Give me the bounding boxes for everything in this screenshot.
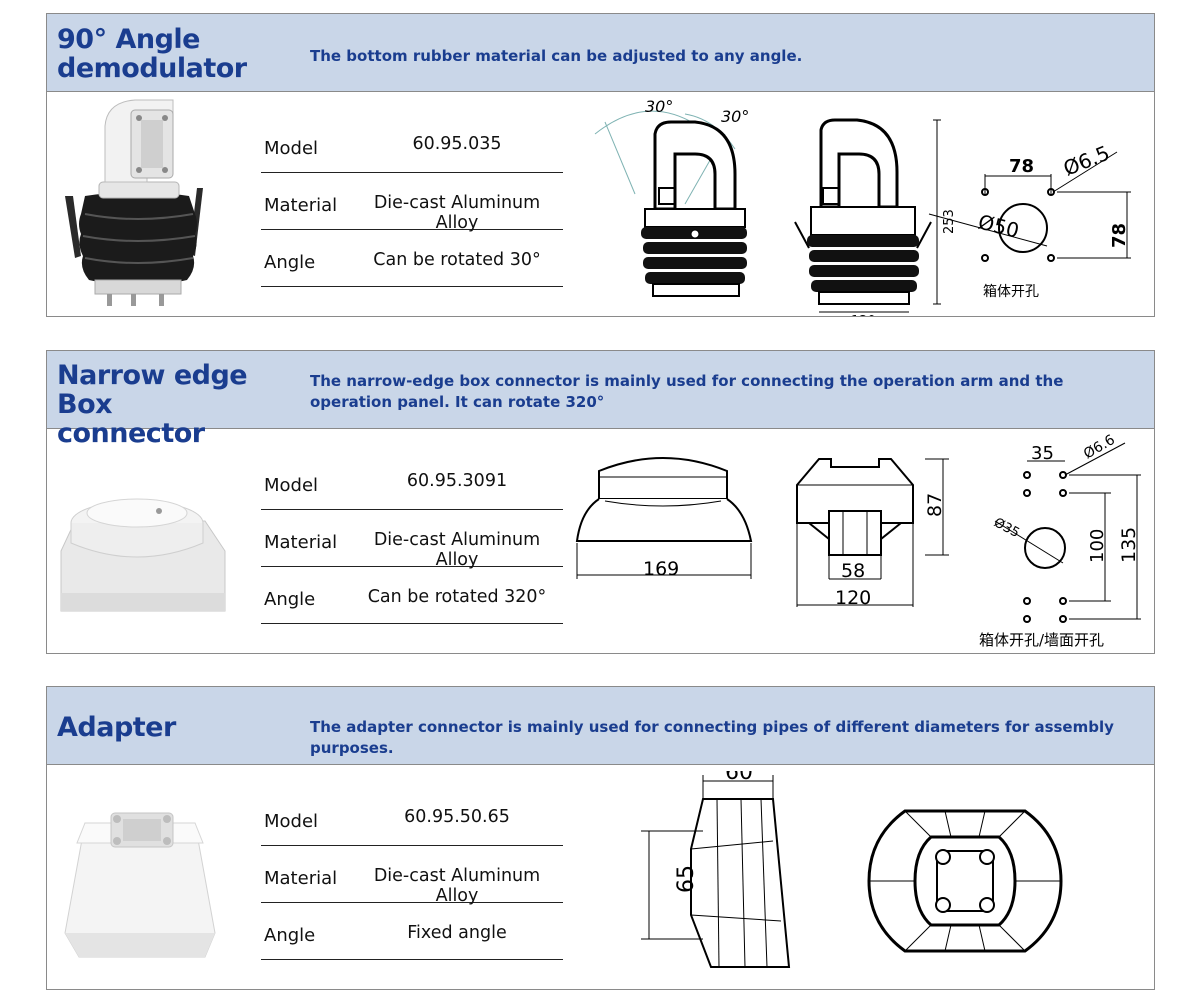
spec-row-angle: Angle Can be rotated 320° — [261, 567, 563, 624]
spec-row-angle: Angle Can be rotated 30° — [261, 230, 563, 287]
spec-value: 60.95.3091 — [406, 471, 508, 491]
section-header: Narrow edge Box connector The narrow-edg… — [47, 351, 1154, 448]
drawing-caption: 箱体开孔/墙面开孔 — [979, 631, 1104, 649]
spec-row-material: Material Die-cast Aluminum Alloy — [261, 173, 563, 233]
spec-row-material: Material Die-cast Aluminum Alloy — [261, 510, 563, 570]
hole-pattern-drawing: 35 Ø6.6 Ø35 100 135 箱体开孔/墙面开孔 — [979, 433, 1141, 649]
dim-center-diameter: Ø35 — [991, 515, 1022, 541]
dim-side-height: 65 — [674, 865, 699, 893]
section-angle-demodulator: 90° Angle demodulator The bottom rubber … — [46, 13, 1155, 317]
spec-value: Die-cast Aluminum Alloy — [373, 193, 541, 233]
section-description: The bottom rubber material can be adjust… — [310, 47, 803, 65]
spec-value: Die-cast Aluminum Alloy — [373, 866, 541, 906]
spec-row-angle: Angle Fixed angle — [261, 903, 563, 960]
top-view-drawing — [867, 809, 1063, 953]
hole-pattern-drawing: 78 Ø6.5 Ø50 78 箱体开孔 — [928, 141, 1131, 300]
spec-label: Angle — [264, 589, 316, 610]
spec-label: Model — [264, 811, 319, 832]
dim-hole-spacing-h: 78 — [1009, 156, 1034, 177]
spec-label: Angle — [264, 252, 316, 273]
angle-label-left: 30° — [645, 97, 673, 116]
section-header: Adapter The adapter connector is mainly … — [47, 687, 1154, 765]
side-view-drawing: 253 120 — [794, 118, 957, 317]
dim-top-width: 60 — [725, 771, 753, 785]
dim-side-width: 120 — [835, 587, 871, 609]
side-view-drawing: 60 65 — [641, 771, 791, 968]
section-description: The narrow-edge box connector is mainly … — [310, 372, 1064, 411]
adapter-photo — [64, 812, 216, 958]
section-header: 90° Angle demodulator The bottom rubber … — [47, 14, 1154, 92]
spec-label: Material — [264, 532, 338, 553]
spec-label: Angle — [264, 925, 316, 946]
side-view-drawing: 87 58 120 — [796, 458, 949, 609]
spec-value: Can be rotated 30° — [373, 250, 541, 270]
drawing-caption: 箱体开孔 — [983, 284, 1039, 300]
section-narrow-edge-box-connector: Narrow edge Box connector The narrow-edg… — [46, 350, 1155, 654]
box-connector-photo — [60, 498, 226, 612]
dim-hole-diameter: Ø6.5 — [1060, 141, 1113, 181]
dim-hole-diameter: Ø6.6 — [1081, 433, 1118, 462]
spec-table: Model 60.95.035 Material Die-cast Alumin… — [261, 116, 563, 287]
dim-hole-spacing-v: 100 — [1087, 529, 1108, 563]
dim-side-height: 87 — [924, 493, 946, 517]
dim-side-inner: 58 — [841, 560, 865, 582]
dim-hole-spacing-v: 78 — [1109, 223, 1130, 248]
dim-width: 120 — [851, 314, 876, 317]
spec-value: Die-cast Aluminum Alloy — [373, 530, 541, 570]
spec-value: Can be rotated 320° — [367, 587, 547, 607]
spec-value: 60.95.035 — [412, 134, 502, 154]
spec-value: Fixed angle — [407, 923, 507, 943]
spec-row-model: Model 60.95.3091 — [261, 453, 563, 510]
front-view-drawing: 169 — [575, 457, 753, 580]
dim-front-width: 169 — [643, 558, 679, 580]
spec-row-material: Material Die-cast Aluminum Alloy — [261, 846, 563, 906]
spec-row-model: Model 60.95.035 — [261, 116, 563, 173]
spec-table: Model 60.95.50.65 Material Die-cast Alum… — [261, 789, 563, 960]
spec-table: Model 60.95.3091 Material Die-cast Alumi… — [261, 453, 563, 624]
spec-label: Model — [264, 475, 319, 496]
spec-label: Material — [264, 868, 338, 889]
dim-hole-spacing-h: 35 — [1031, 443, 1054, 464]
spec-value: 60.95.50.65 — [404, 807, 510, 827]
section-title: Adapter — [57, 712, 176, 743]
section-description: The adapter connector is mainly used for… — [310, 718, 1114, 757]
spec-label: Model — [264, 138, 319, 159]
spec-label: Material — [264, 195, 338, 216]
front-view-drawing: 30° 30° — [594, 97, 749, 297]
section-title: Narrow edge Box connector — [57, 360, 248, 449]
angle-label-right: 30° — [721, 107, 749, 126]
dim-total-height: 135 — [1118, 527, 1140, 563]
section-title: 90° Angle demodulator — [57, 24, 247, 84]
section-adapter: Adapter The adapter connector is mainly … — [46, 686, 1155, 990]
spec-row-model: Model 60.95.50.65 — [261, 789, 563, 846]
dim-height: 253 — [942, 209, 957, 234]
angle-demodulator-photo — [65, 99, 203, 306]
